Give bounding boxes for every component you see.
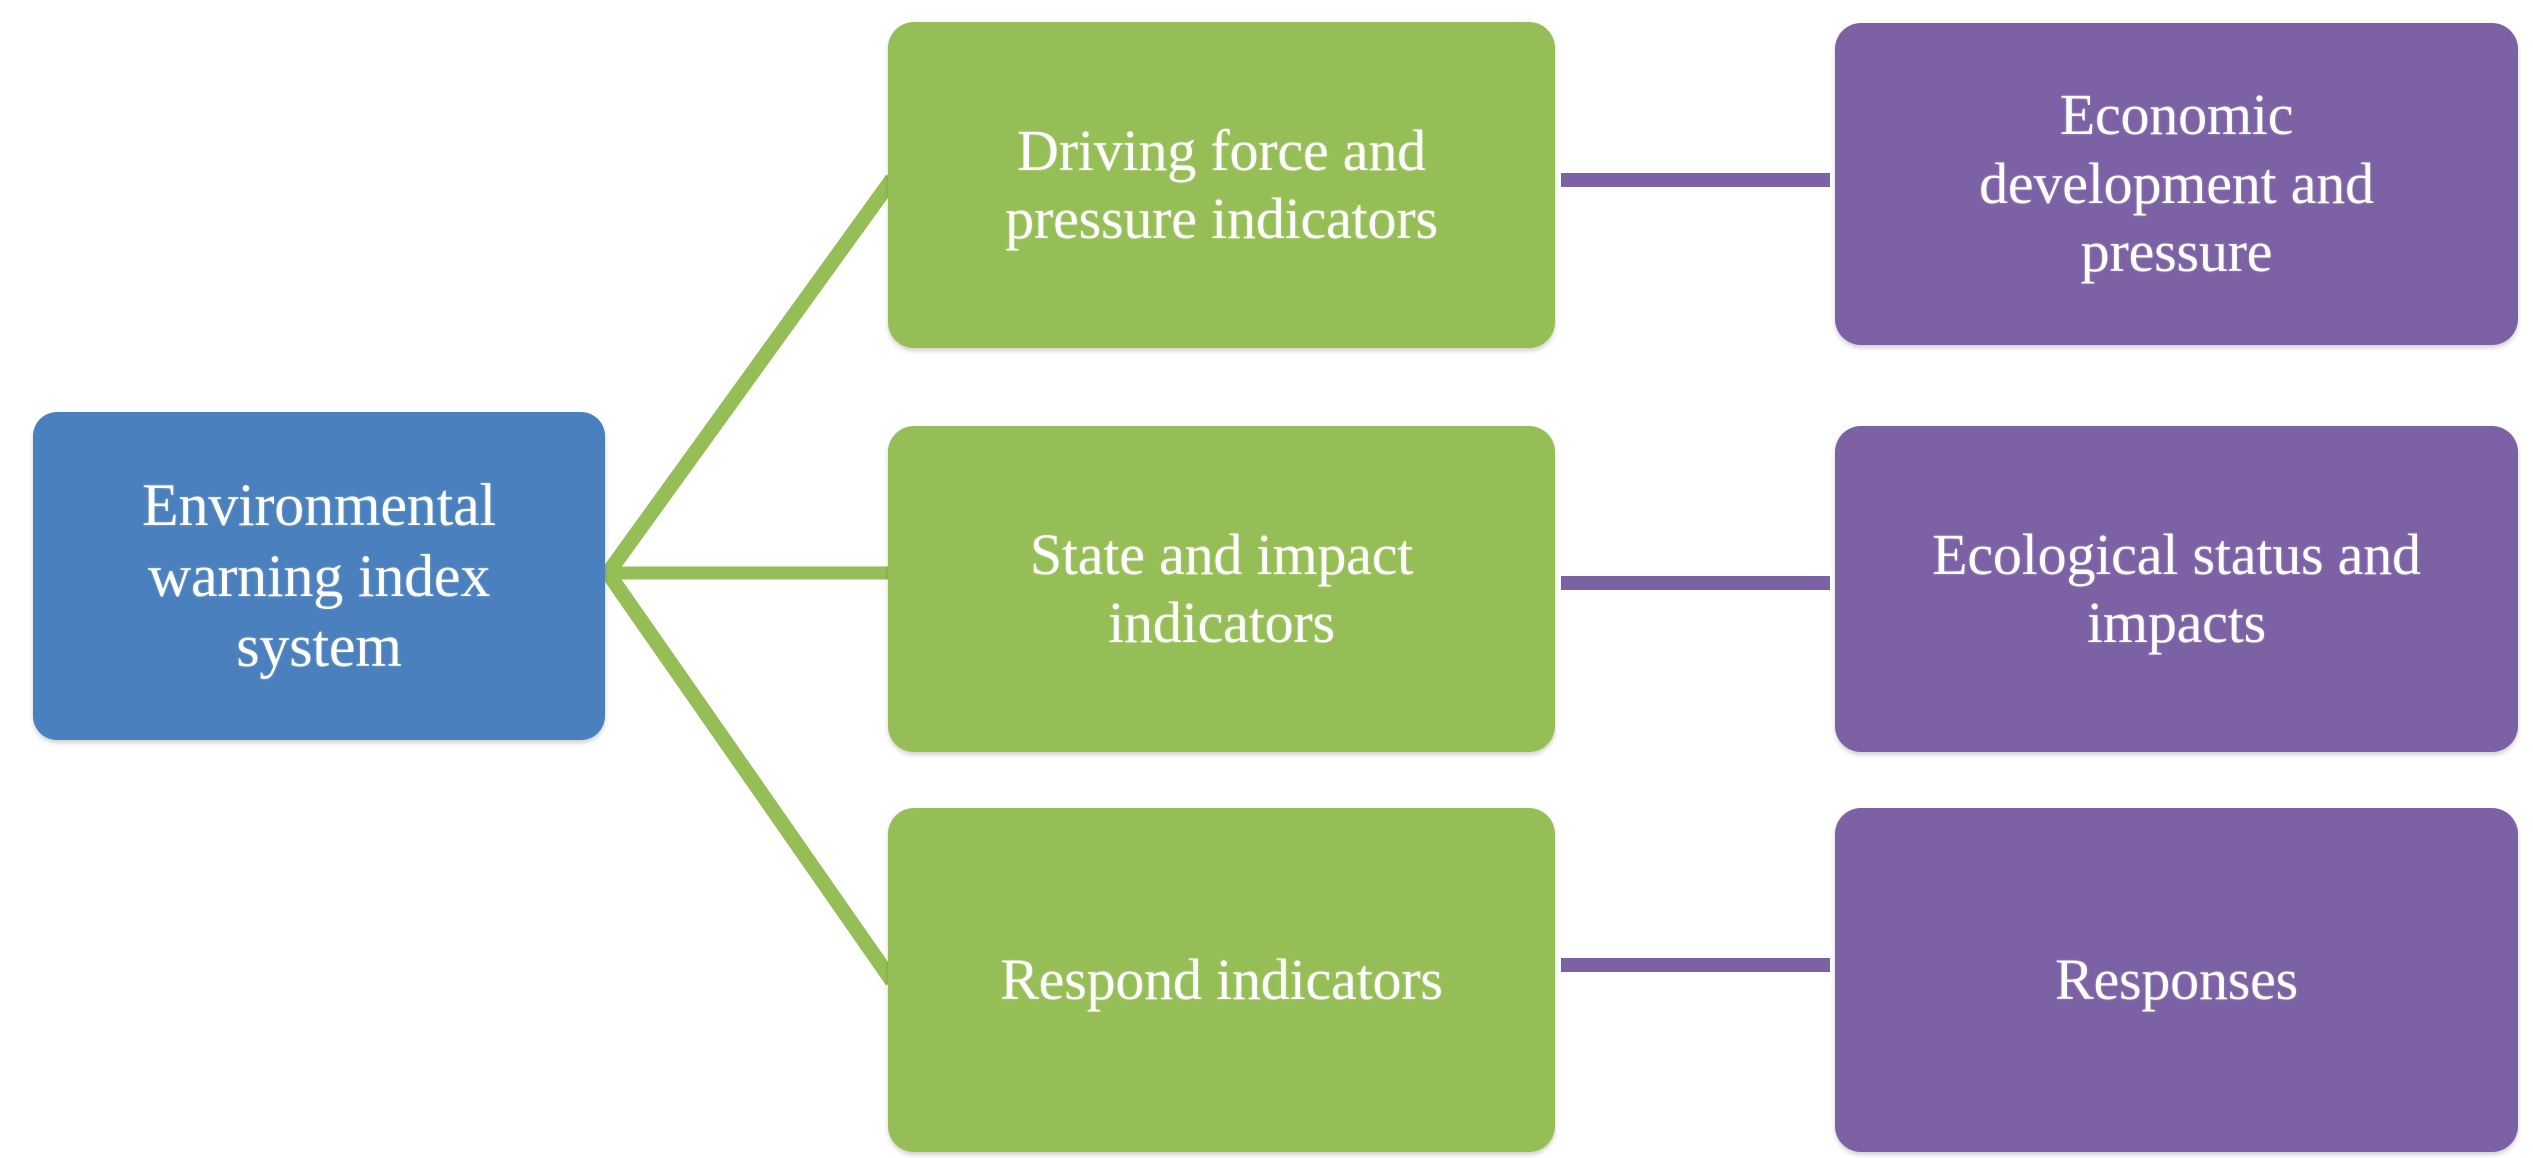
- node-ecological-status-and-impacts[interactable]: Ecological status and impacts: [1835, 426, 2518, 752]
- node-outcome-label-row0: Economic development and pressure: [1979, 82, 2374, 285]
- node-root-label: Environmental warning index system: [142, 471, 496, 680]
- node-outcome-label-row1: Ecological status and impacts: [1932, 521, 2421, 655]
- node-outcome-label-row2: Responses: [2054, 946, 2299, 1012]
- node-indicator-label-row0: Driving force and pressure indicators: [1005, 117, 1438, 251]
- node-indicator-label-row1: State and impact indicators: [1029, 521, 1414, 655]
- node-economic-development-and-pressure[interactable]: Economic development and pressure: [1835, 23, 2518, 345]
- node-respond-indicators[interactable]: Respond indicators: [888, 808, 1555, 1152]
- node-state-and-impact-indicators[interactable]: State and impact indicators: [888, 426, 1555, 752]
- branch-line-root-to-row2: [597, 562, 899, 986]
- branch-line-root-to-row0: [597, 174, 899, 584]
- node-driving-force-and-pressure-indicators[interactable]: Driving force and pressure indicators: [888, 22, 1555, 348]
- node-indicator-label-row2: Respond indicators: [1000, 946, 1443, 1012]
- node-environmental-warning-index-system[interactable]: Environmental warning index system: [33, 412, 605, 740]
- node-responses[interactable]: Responses: [1835, 808, 2518, 1152]
